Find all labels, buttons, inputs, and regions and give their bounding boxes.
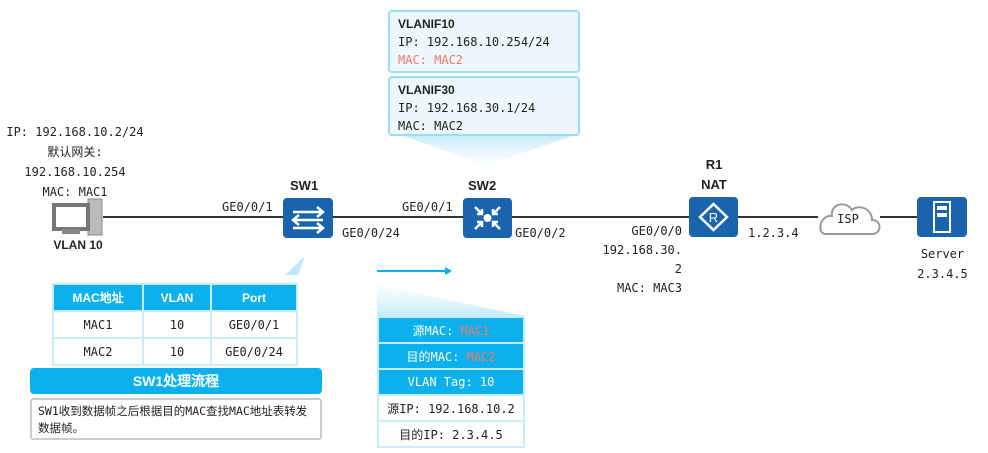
table-row: MAC1 10 GE0/0/1: [52, 310, 298, 339]
server-ip: 2.3.4.5: [917, 267, 968, 281]
svg-text:R: R: [709, 210, 718, 225]
packet-table: 源MAC: MAC1 目的MAC: MAC2 VLAN Tag: 10 源IP:…: [377, 316, 525, 448]
vlanif10-box: VLANIF10 IP: 192.168.10.254/24 MAC: MAC2: [388, 10, 580, 73]
process-title: SW1处理流程: [30, 368, 322, 394]
pc-info: IP: 192.168.10.2/24 默认网关: 192.168.10.254…: [0, 122, 150, 202]
sw1-port-left: GE0/0/1: [222, 200, 273, 214]
r1-wan-ip: 1.2.3.4: [748, 226, 799, 240]
packet-row: 源MAC: MAC1: [377, 316, 525, 344]
packet-row: 源IP: 192.168.10.2: [377, 394, 525, 422]
vlanif30-mac: MAC: MAC2: [398, 119, 464, 133]
link-isp-server: [880, 216, 917, 218]
server-info: Server 2.3.4.5: [905, 244, 980, 284]
r1-label: R1 NAT: [684, 155, 744, 195]
r1-name: R1: [705, 157, 723, 172]
table-header: MAC地址 VLAN Port: [52, 283, 298, 312]
header-mac: MAC地址: [52, 283, 144, 312]
cell: GE0/0/1: [210, 310, 298, 339]
vlanif30-ip: IP: 192.168.30.1/24: [398, 101, 536, 115]
sw1-device[interactable]: [283, 198, 333, 238]
vlanif10-mac: MAC: MAC2: [398, 53, 464, 67]
process-text: SW1收到数据帧之后根据目的MAC查找MAC地址表转发数据帧。: [30, 398, 322, 440]
pc-gateway: 192.168.10.254: [24, 165, 126, 179]
l3-switch-icon: [474, 206, 501, 230]
r1-role: NAT: [701, 177, 727, 192]
r1-ip-line2: 2: [674, 262, 682, 276]
mac-address-table: MAC地址 VLAN Port MAC1 10 GE0/0/1 MAC2 10 …: [52, 283, 298, 366]
src-mac-field: 源MAC: MAC1: [377, 316, 525, 344]
cell: MAC1: [52, 310, 144, 339]
vlanif-beam: [400, 135, 575, 165]
packet-row: 目的IP: 2.3.4.5: [377, 420, 525, 448]
pc-ip: IP: 192.168.10.2/24: [6, 125, 144, 139]
vlanif10-ip: IP: 192.168.10.254/24: [398, 35, 550, 49]
link-sw2-r1: [512, 216, 689, 218]
r1-port: GE0/0/0: [631, 224, 682, 238]
link-pc-sw1: [103, 216, 283, 218]
cell: 10: [142, 310, 212, 339]
pc-vlan-label: VLAN 10: [53, 238, 103, 252]
packet-row: VLAN Tag: 10: [377, 368, 525, 396]
isp-label: ISP: [837, 212, 859, 226]
server-icon: [933, 201, 951, 233]
link-sw1-sw2: [333, 216, 463, 218]
r1-device[interactable]: R: [689, 197, 738, 237]
cloud-icon[interactable]: [812, 198, 884, 238]
vlanif30-box: VLANIF30 IP: 192.168.30.1/24 MAC: MAC2: [388, 76, 580, 136]
router-icon: R: [698, 202, 729, 232]
server-device[interactable]: [917, 197, 967, 237]
header-port: Port: [210, 283, 298, 312]
vlan-tag-field: VLAN Tag: 10: [377, 368, 525, 396]
pc-gateway-label: 默认网关:: [47, 145, 103, 159]
switch-arrows-icon: [291, 206, 325, 234]
sw2-port-right: GE0/0/2: [515, 226, 566, 240]
sw1-port-right: GE0/0/24: [342, 226, 400, 240]
r1-port-info: GE0/0/0 192.168.30. 2 MAC: MAC3: [580, 222, 682, 298]
vlanif30-title: VLANIF30: [398, 83, 455, 97]
sw1-beam: [285, 256, 305, 275]
r1-mac: MAC: MAC3: [616, 281, 682, 295]
sw2-port-left: GE0/0/1: [402, 200, 453, 214]
src-ip-field: 源IP: 192.168.10.2: [377, 394, 525, 422]
packet-beam: [377, 285, 525, 316]
pc-mac: MAC: MAC1: [42, 185, 108, 199]
sw2-label: SW2: [468, 178, 497, 193]
r1-ip-line1: 192.168.30.: [602, 243, 682, 257]
header-vlan: VLAN: [142, 283, 212, 312]
link-r1-isp: [738, 216, 818, 218]
table-row: MAC2 10 GE0/0/24: [52, 337, 298, 366]
cell: MAC2: [52, 337, 144, 366]
sw2-device[interactable]: [463, 198, 512, 238]
cell: GE0/0/24: [210, 337, 298, 366]
cell: 10: [142, 337, 212, 366]
dst-ip-field: 目的IP: 2.3.4.5: [377, 420, 525, 448]
vlanif10-title: VLANIF10: [398, 17, 455, 31]
pc-icon[interactable]: [52, 197, 104, 237]
dst-mac-field: 目的MAC: MAC2: [377, 342, 525, 370]
server-name: Server: [920, 247, 965, 261]
sw1-label: SW1: [290, 178, 319, 193]
packet-row: 目的MAC: MAC2: [377, 342, 525, 370]
